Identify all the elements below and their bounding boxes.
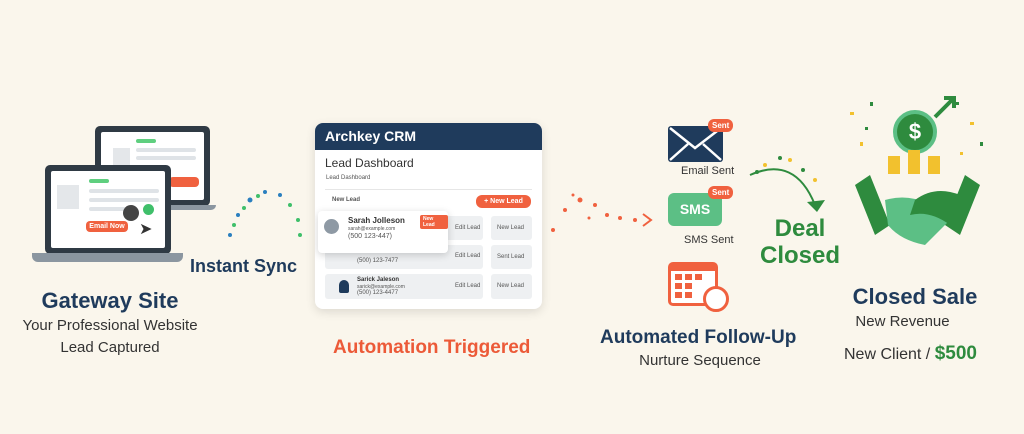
avatar-icon — [339, 280, 349, 293]
sms-sent-badge: Sent — [708, 186, 734, 199]
crm-app-title: Archkey CRM — [315, 123, 542, 150]
dashboard-subheading: Lead Dashboard — [326, 175, 371, 181]
gateway-title: Gateway Site — [41, 288, 179, 313]
closed-sale-title: Closed Sale — [852, 284, 978, 309]
instant-sync-label: Instant Sync — [190, 256, 298, 276]
deal-line1: Deal — [774, 215, 826, 242]
growth-bars-icon — [888, 150, 942, 174]
avatar-icon — [57, 185, 79, 209]
gateway-subtitle: Your Professional Website — [22, 317, 198, 334]
table-row[interactable]: Sarick Jaleson sarick@example.com (500) … — [325, 274, 483, 299]
crm-window: Archkey CRM Lead Dashboard Lead Dashboar… — [315, 123, 542, 309]
row-action[interactable]: Sent Lead — [497, 254, 525, 260]
gateway-caption: Lead Captured — [60, 339, 160, 356]
row-action[interactable]: New Lead — [497, 225, 525, 231]
lead-popup-card[interactable]: Sarah Jolleson sarah@example.com (500 12… — [318, 211, 448, 253]
deal-closed-label: Deal Closed — [760, 215, 840, 269]
form-submit-button[interactable]: Email Now — [86, 221, 128, 232]
automation-label: Automation Triggered — [333, 337, 531, 358]
avatar-icon — [324, 219, 339, 234]
cursor-icon: ➤ — [139, 221, 153, 238]
new-lead-section-label: New Lead — [332, 197, 361, 203]
email-sent-label: Email Sent — [681, 165, 735, 177]
new-revenue-label: New Revenue — [855, 313, 950, 330]
new-client-line: New Client / $500 — [844, 343, 977, 365]
add-lead-button[interactable]: + New Lead — [476, 195, 531, 208]
check-icon — [143, 204, 154, 215]
sync-dots — [228, 190, 302, 237]
new-client-label: New Client / — [844, 346, 931, 363]
followup-title: Automated Follow-Up — [600, 327, 797, 348]
row-action[interactable]: New Lead — [497, 283, 525, 289]
deal-line2: Closed — [760, 242, 841, 269]
clock-icon — [703, 286, 729, 312]
handshake-icon — [855, 175, 980, 245]
new-lead-badge: New Lead — [420, 215, 448, 229]
avatar-icon — [113, 148, 130, 165]
automation-dots — [551, 193, 653, 232]
confetti — [850, 96, 983, 155]
user-icon — [123, 205, 139, 221]
dashboard-title: Lead Dashboard — [325, 156, 414, 170]
email-sent-badge: Sent — [708, 119, 734, 132]
followup-subtitle: Nurture Sequence — [639, 352, 761, 369]
envelope-icon — [668, 126, 723, 162]
sale-amount: $500 — [934, 343, 977, 364]
sms-sent-label: SMS Sent — [684, 234, 734, 246]
deal-dots — [749, 156, 825, 212]
